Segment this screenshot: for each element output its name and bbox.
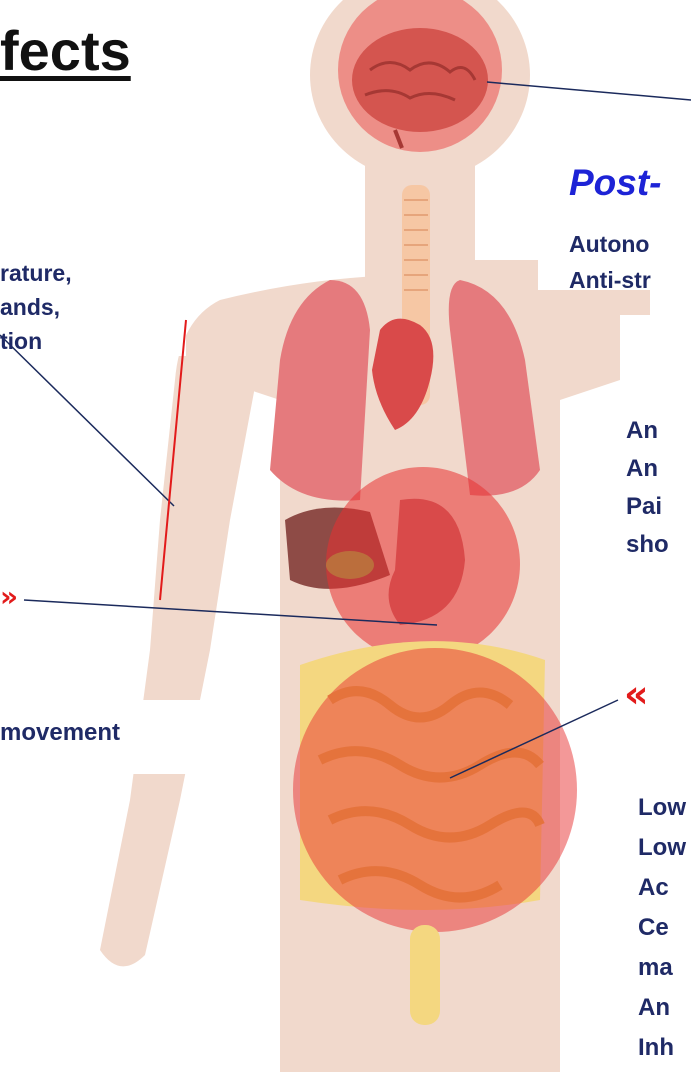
right-effects-line: Pai (626, 488, 669, 526)
stomach-icon (326, 467, 520, 661)
left-effects-label: rature, ands, tion (0, 256, 72, 358)
right-effects-line: An (626, 450, 669, 488)
right-effects-line: An (626, 412, 669, 450)
post-body-line: Anti-str (569, 262, 651, 298)
lower-effects-line: Low (638, 828, 686, 868)
lower-effects-line: An (638, 988, 686, 1028)
post-heading: Post- (569, 162, 662, 204)
movement-line: movement (0, 716, 120, 750)
chevron-left-icon: « (624, 672, 649, 716)
movement-label: movement (0, 716, 120, 750)
post-body-label: Autono Anti-str (569, 226, 651, 298)
lower-effects-line: Ac (638, 868, 686, 908)
lower-effects-label: Low Low Ac Ce ma An Inh (638, 788, 686, 1068)
left-effects-line: ands, (0, 290, 72, 324)
post-body-line: Autono (569, 226, 651, 262)
lower-effects-line: Low (638, 788, 686, 828)
lower-effects-line: Ce (638, 908, 686, 948)
right-effects-line: sho (626, 526, 669, 564)
lower-effects-line: ma (638, 948, 686, 988)
lower-effects-line: Inh (638, 1028, 686, 1068)
chevron-right-icon: » (0, 580, 18, 613)
left-effects-line: tion (0, 324, 72, 358)
left-effects-line: rature, (0, 256, 72, 290)
right-effects-label: An An Pai sho (626, 412, 669, 564)
page-title: fects (0, 18, 131, 83)
